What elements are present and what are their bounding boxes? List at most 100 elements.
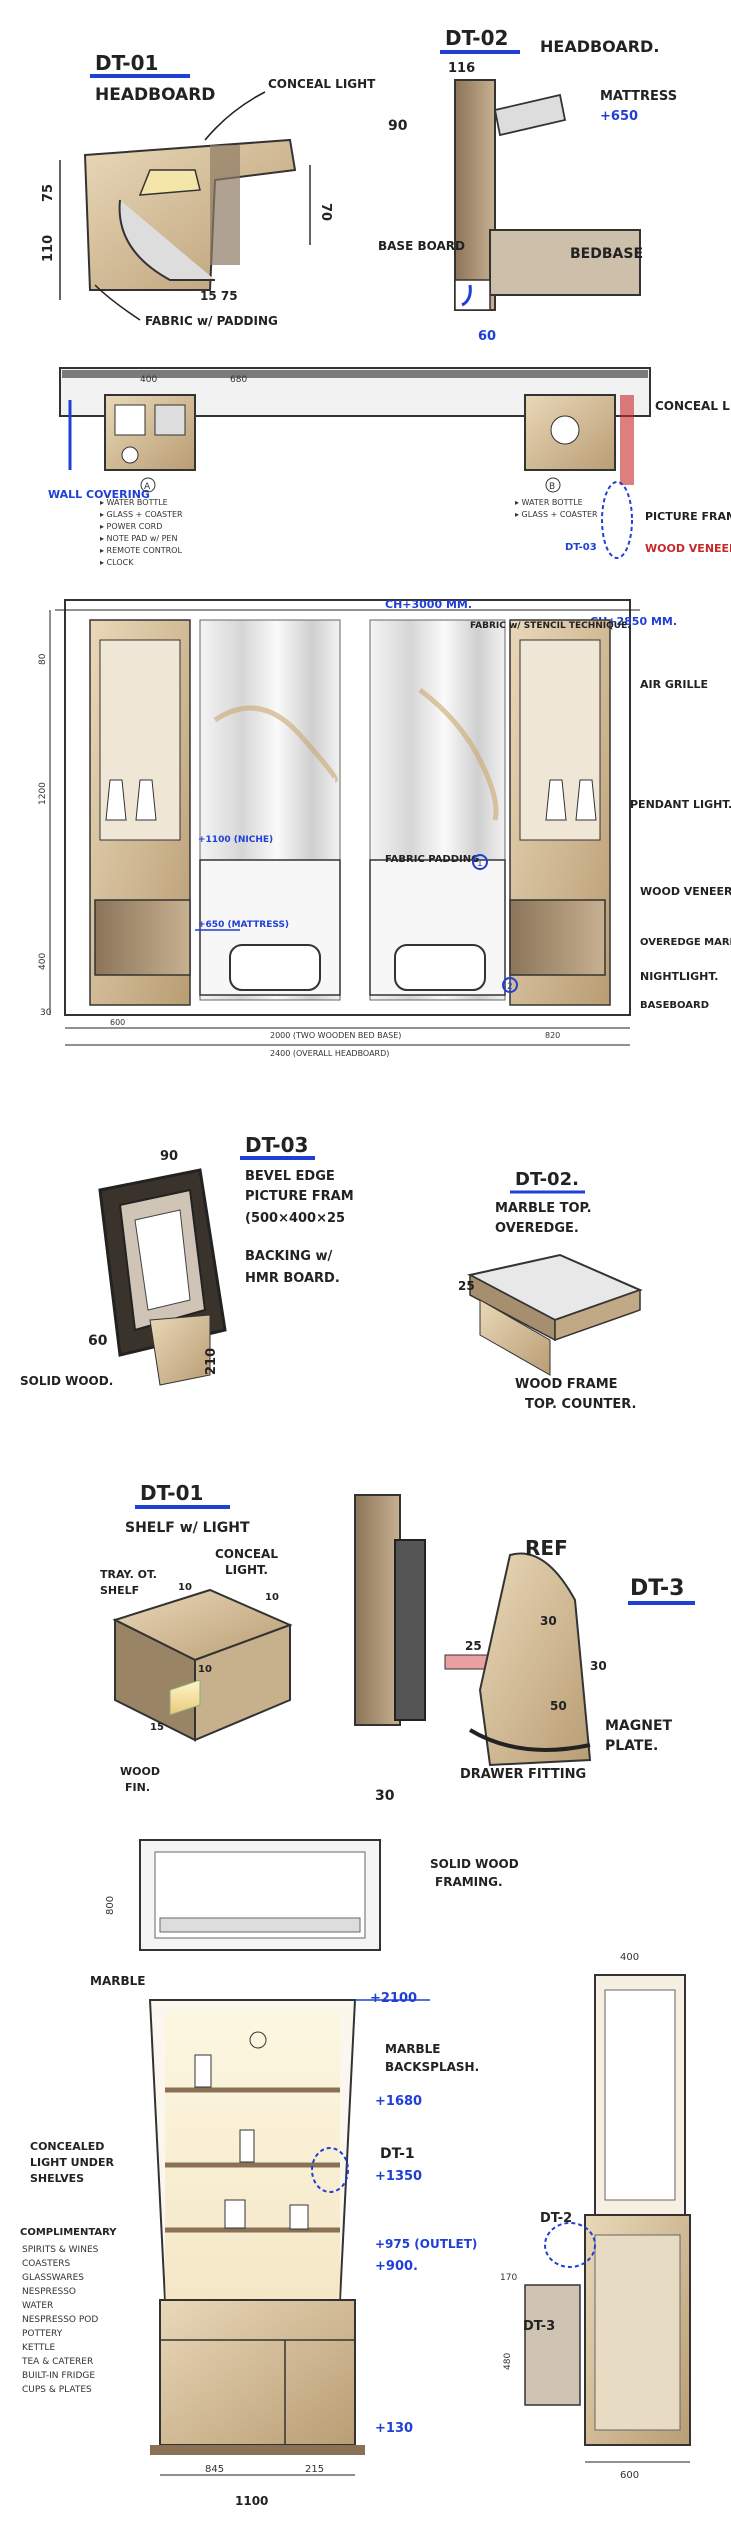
- complimentary-item: SPIRITS & WINES: [22, 2245, 99, 2255]
- dt2-ref: DT-2: [540, 2211, 572, 2226]
- complimentary-item: TEA & CATERER: [21, 2357, 93, 2367]
- dim-75: 75: [41, 184, 56, 202]
- drawer-dim-30c: 30: [375, 1788, 395, 1804]
- complimentary-title: COMPLIMENTARY: [20, 2227, 117, 2238]
- shelf-conceal2: LIGHT.: [225, 1563, 268, 1577]
- nightstand-right-list: ▸ WATER BOTTLE ▸ GLASS + COASTER: [515, 498, 598, 519]
- fabric-padding-label: FABRIC w/ PADDING: [145, 314, 278, 328]
- solid-wood-framing1: SOLID WOOD: [430, 1857, 519, 1871]
- air-grille-label: AIR GRILLE: [640, 678, 708, 691]
- plan-dim-400: 400: [140, 375, 157, 385]
- elev-marker-2: 2: [507, 982, 513, 992]
- mattress-level: +650: [600, 109, 638, 124]
- marble-dim-25: 25: [458, 1279, 475, 1293]
- marble-top-desc1: MARBLE TOP.: [495, 1201, 592, 1216]
- magnet-label1: MAGNET: [605, 1718, 673, 1734]
- marble-label: MARBLE: [90, 1974, 145, 1988]
- dim-116: 116: [448, 61, 475, 76]
- section-dt3-drawer: REF DT-3 25 30 30 50 30 MAGNET PLATE. DR…: [354, 1494, 695, 1804]
- dt02b-title: DT-02.: [515, 1169, 579, 1190]
- list-right-item: ▸ GLASS + COASTER: [515, 510, 598, 519]
- niche-level: +1100 (NICHE): [198, 835, 273, 845]
- elev-dim-80: 80: [38, 653, 48, 665]
- ch2850-level: CH+2850 MM.: [590, 615, 677, 628]
- mattress-label: MATTRESS: [600, 89, 677, 104]
- side-dim-400: 400: [620, 1952, 639, 1963]
- concealed-light1: CONCEALED: [30, 2140, 104, 2153]
- list-left-item: ▸ CLOCK: [100, 558, 134, 567]
- dt03-dim-90: 90: [160, 1149, 178, 1164]
- marble-backsplash2: BACKSPLASH.: [385, 2060, 479, 2074]
- concealed-light2: LIGHT UNDER: [30, 2156, 114, 2169]
- elev-dim-2000: 2000 (TWO WOODEN BED BASE): [270, 1031, 401, 1040]
- marker-b: B: [549, 482, 555, 492]
- list-left-item: ▸ GLASS + COASTER: [100, 510, 183, 519]
- drawer-dim-30a: 30: [540, 1614, 557, 1628]
- dt03-title: DT-03: [245, 1133, 308, 1157]
- dt02-subtitle: HEADBOARD.: [540, 37, 659, 56]
- dt03-dim-210: 210: [204, 1348, 219, 1375]
- magnet-label2: PLATE.: [605, 1738, 658, 1754]
- fabric-padding-elev-label: FABRIC PADDING: [385, 854, 479, 865]
- dt3-title: DT-3: [630, 1576, 684, 1601]
- pendant-light-label: PENDANT LIGHT.: [630, 798, 731, 811]
- complimentary-item: CUPS & PLATES: [22, 2385, 92, 2395]
- complimentary-item: COASTERS: [22, 2259, 71, 2269]
- dt01-subtitle: HEADBOARD: [95, 85, 215, 105]
- level-130: +130: [375, 2421, 413, 2436]
- elev-dim-1200: 1200: [38, 782, 48, 805]
- elev-dim-600: 600: [110, 1018, 125, 1027]
- list-left-item: ▸ REMOTE CONTROL: [100, 546, 182, 555]
- drawer-dim-25: 25: [465, 1639, 482, 1653]
- wood-veneer-elev-label: WOOD VENEER: [640, 885, 731, 898]
- marble-top-label: OVEREDGE MARBLE TOP.: [640, 937, 731, 948]
- elev-marker-1: 1: [477, 859, 483, 869]
- base-board-label: BASE BOARD: [378, 239, 465, 253]
- dim-110: 110: [41, 235, 56, 262]
- dt03-dim-60: 60: [88, 1333, 108, 1349]
- list-left-item: ▸ POWER CORD: [100, 522, 162, 531]
- elev-dim-400: 400: [38, 953, 48, 970]
- section-dt01-shelf: DT-01 SHELF w/ LIGHT CONCEAL LIGHT. TRAY…: [100, 1481, 293, 1794]
- drawer-dim-50: 50: [550, 1699, 567, 1713]
- shelf-light-label: SHELF w/ LIGHT: [125, 1520, 250, 1536]
- dt3-ref: DT-3: [523, 2319, 555, 2334]
- level-2100: +2100: [370, 1991, 417, 2006]
- elev-dim-2400: 2400 (OVERALL HEADBOARD): [270, 1049, 389, 1058]
- bedbase-label: BEDBASE: [570, 246, 643, 262]
- drawer-dim-30b: 30: [590, 1659, 607, 1673]
- dt03-desc2: PICTURE FRAM: [245, 1189, 354, 1204]
- tray-label1: TRAY. OT.: [100, 1568, 157, 1581]
- elev-dim-30: 30: [40, 1008, 52, 1018]
- section-dt01-headboard: DT-01 HEADBOARD CONCEAL LIGHT 75 110 70 …: [41, 51, 376, 328]
- marker-a: A: [144, 482, 151, 492]
- nightstand-left-list: ▸ WATER BOTTLE ▸ GLASS + COASTER ▸ POWER…: [100, 498, 183, 567]
- elev-dim-820: 820: [545, 1031, 560, 1040]
- section-dt02-headboard: DT-02 HEADBOARD. 116 90 MATTRESS +650 BA…: [378, 26, 677, 344]
- shelf-dim-10b: 10: [265, 1592, 279, 1603]
- wood-fin-label1: WOOD: [120, 1765, 160, 1778]
- dim-60: 60: [478, 329, 496, 344]
- section-headboard-plan: 400 680 CONCEAL LIGHT. WALL COVERING A B…: [48, 367, 731, 567]
- concealed-light3: SHELVES: [30, 2172, 84, 2185]
- wood-frame-label2: TOP. COUNTER.: [525, 1397, 637, 1412]
- shelf-dim-10a: 10: [178, 1582, 192, 1593]
- marble-top-desc2: OVEREDGE.: [495, 1221, 579, 1236]
- dt03-desc3: (500×400×25: [245, 1211, 345, 1226]
- level-975: +975 (OUTLET): [375, 2237, 477, 2251]
- conceal-light-label: CONCEAL LIGHT: [268, 77, 376, 91]
- side-dim-600: 600: [620, 2470, 639, 2481]
- shelf-dim-10c: 10: [198, 1664, 212, 1675]
- section-dt02-marble-top: DT-02. MARBLE TOP. OVEREDGE. 25 WOOD FRA…: [458, 1169, 643, 1412]
- side-dim-480: 480: [503, 2353, 513, 2370]
- marble-backsplash1: MARBLE: [385, 2042, 440, 2056]
- solid-wood-label: SOLID WOOD.: [20, 1374, 113, 1388]
- wood-frame-label1: WOOD FRAME: [515, 1377, 618, 1392]
- picture-frame-label: PICTURE FRAME: [645, 510, 731, 523]
- ch3000-level: CH+3000 MM.: [385, 598, 472, 611]
- night-light-label: NIGHTLIGHT.: [640, 970, 718, 983]
- plan-conceal-light: CONCEAL LIGHT.: [655, 399, 731, 413]
- complimentary-item: BUILT-IN FRIDGE: [22, 2371, 95, 2381]
- shelf-conceal1: CONCEAL: [215, 1547, 278, 1561]
